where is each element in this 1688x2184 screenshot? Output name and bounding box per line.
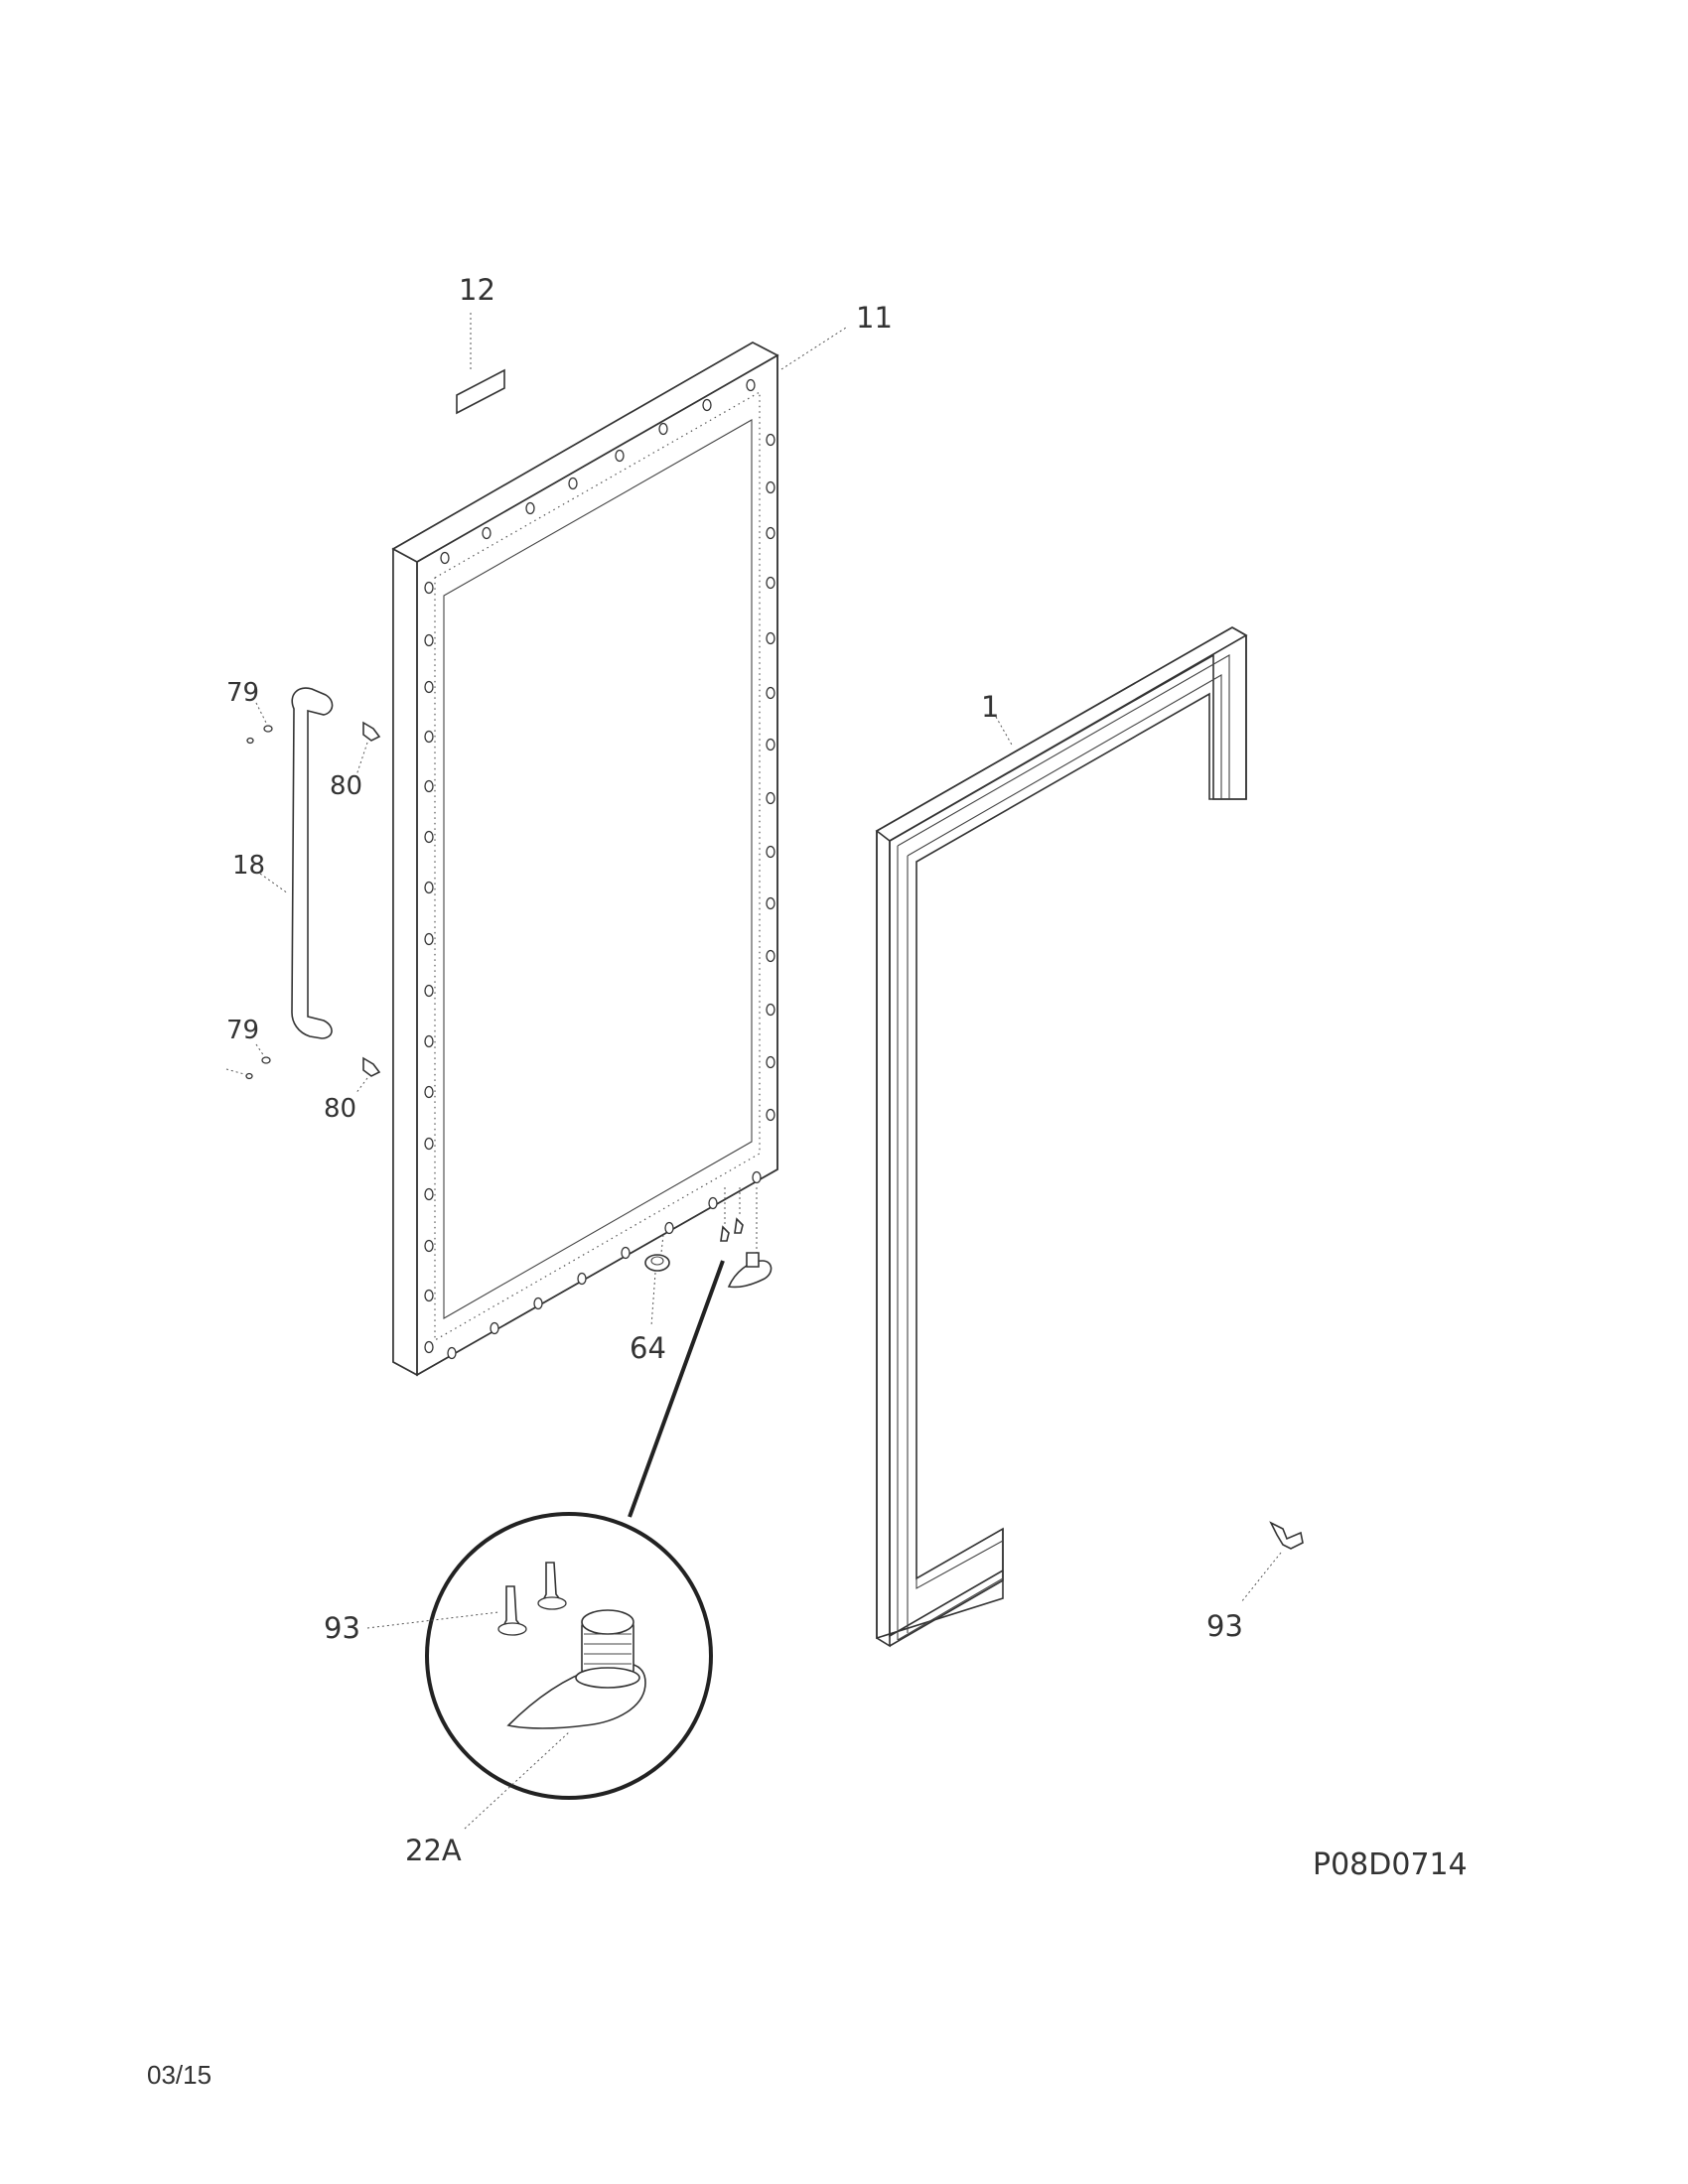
label-plate-part [456, 313, 505, 415]
callout-93-right: 93 [1206, 1609, 1243, 1643]
callout-93-left: 93 [324, 1611, 360, 1645]
handle-stud-bottom-part [354, 1056, 381, 1095]
loose-screw-part [1240, 1521, 1304, 1603]
detail-leader-line [628, 1260, 725, 1518]
detail-magnified-view [366, 1512, 713, 1830]
callout-64: 64 [630, 1331, 666, 1365]
callout-79-bottom: 79 [226, 1016, 259, 1045]
handle-screw-top-part [246, 702, 273, 745]
hinge-bushing-part [644, 1234, 670, 1327]
callout-80-bottom: 80 [324, 1094, 356, 1124]
handle-stud-top-part [354, 721, 381, 779]
door-screw-holes [424, 378, 775, 1360]
hinge-screws-part [720, 1187, 773, 1289]
callout-79-top: 79 [226, 678, 259, 708]
callout-22a: 22A [405, 1834, 462, 1867]
door-gasket-part [875, 626, 1248, 1648]
callout-12: 12 [459, 273, 495, 307]
callout-18: 18 [232, 851, 265, 881]
diagram-code: P08D0714 [1313, 1847, 1468, 1882]
door-handle-part [259, 687, 334, 1039]
door-panel-part [391, 327, 847, 1377]
callout-80-top: 80 [330, 771, 362, 801]
revision-date: 03/15 [147, 2060, 211, 2090]
callout-11: 11 [856, 301, 893, 335]
handle-screw-bottom-part [225, 1043, 271, 1080]
callout-1: 1 [981, 690, 999, 724]
